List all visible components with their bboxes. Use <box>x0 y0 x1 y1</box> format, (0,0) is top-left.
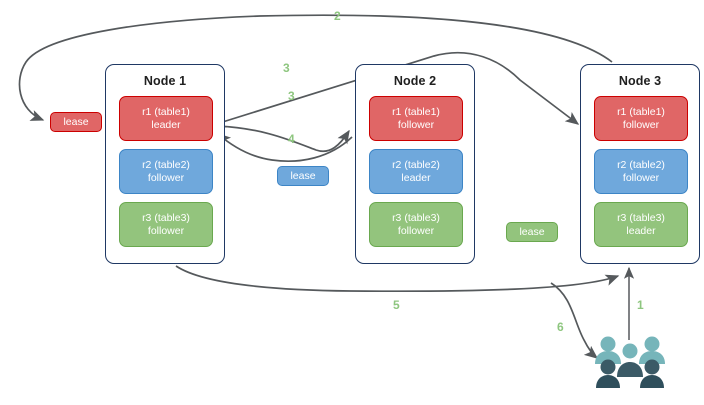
node-1-replica-r2[interactable]: r2 (table2) follower <box>119 149 213 194</box>
node-1-replica-r2-role: follower <box>147 171 185 184</box>
users-icon <box>595 336 665 388</box>
node-2-replica-r2[interactable]: r2 (table2) leader <box>369 149 463 194</box>
node-1-replica-r1[interactable]: r1 (table1) leader <box>119 96 213 141</box>
lease-badge-r1[interactable]: lease <box>50 112 102 132</box>
node-3-replica-r3[interactable]: r3 (table3) leader <box>594 202 688 247</box>
node-3-replica-r1-role: follower <box>622 118 660 131</box>
node-1-replica-r3-role: follower <box>147 224 185 237</box>
node-3-replica-r2-name: r2 (table2) <box>617 158 665 171</box>
node-3-replica-r3-role: leader <box>626 224 656 237</box>
node-2[interactable]: Node 2 r1 (table1) follower r2 (table2) … <box>355 64 475 264</box>
node-1-replica-r1-role: leader <box>151 118 181 131</box>
node-1[interactable]: Node 1 r1 (table1) leader r2 (table2) fo… <box>105 64 225 264</box>
lease-badge-r3[interactable]: lease <box>506 222 558 242</box>
edge-step-3-to-node2 <box>212 125 350 153</box>
node-2-replica-r3-role: follower <box>397 224 435 237</box>
node-1-replica-r3[interactable]: r3 (table3) follower <box>119 202 213 247</box>
node-2-replica-r3-name: r3 (table3) <box>392 211 440 224</box>
step-label-3a: 3 <box>283 61 290 75</box>
edge-step-3-forward <box>212 51 580 126</box>
step-label-5: 5 <box>393 298 400 312</box>
node-2-replica-r2-role: leader <box>401 171 431 184</box>
node-1-replica-r2-name: r2 (table2) <box>142 158 190 171</box>
node-2-replica-r1[interactable]: r1 (table1) follower <box>369 96 463 141</box>
step-label-2: 2 <box>334 9 341 23</box>
node-2-replica-r2-name: r2 (table2) <box>392 158 440 171</box>
edge-step-5 <box>175 265 620 293</box>
node-3-replica-r2-role: follower <box>622 171 660 184</box>
node-3-replica-r2[interactable]: r2 (table2) follower <box>594 149 688 194</box>
lease-badge-r2[interactable]: lease <box>277 166 329 186</box>
node-3-replica-r3-name: r3 (table3) <box>617 211 665 224</box>
node-3[interactable]: Node 3 r1 (table1) follower r2 (table2) … <box>580 64 700 264</box>
node-2-replica-r1-name: r1 (table1) <box>392 105 440 118</box>
node-1-title: Node 1 <box>143 74 187 88</box>
edge-step-2 <box>18 14 613 121</box>
step-label-1: 1 <box>637 298 644 312</box>
edge-step-6 <box>550 282 599 359</box>
node-3-title: Node 3 <box>618 74 662 88</box>
node-2-replica-r1-role: follower <box>397 118 435 131</box>
step-label-4: 4 <box>288 132 295 146</box>
node-2-title: Node 2 <box>393 74 437 88</box>
edge-step-4 <box>216 133 353 163</box>
node-3-replica-r1-name: r1 (table1) <box>617 105 665 118</box>
step-label-3b: 3 <box>288 89 295 103</box>
node-3-replica-r1[interactable]: r1 (table1) follower <box>594 96 688 141</box>
node-1-replica-r3-name: r3 (table3) <box>142 211 190 224</box>
step-label-6: 6 <box>557 320 564 334</box>
node-2-replica-r3[interactable]: r3 (table3) follower <box>369 202 463 247</box>
node-1-replica-r1-name: r1 (table1) <box>142 105 190 118</box>
